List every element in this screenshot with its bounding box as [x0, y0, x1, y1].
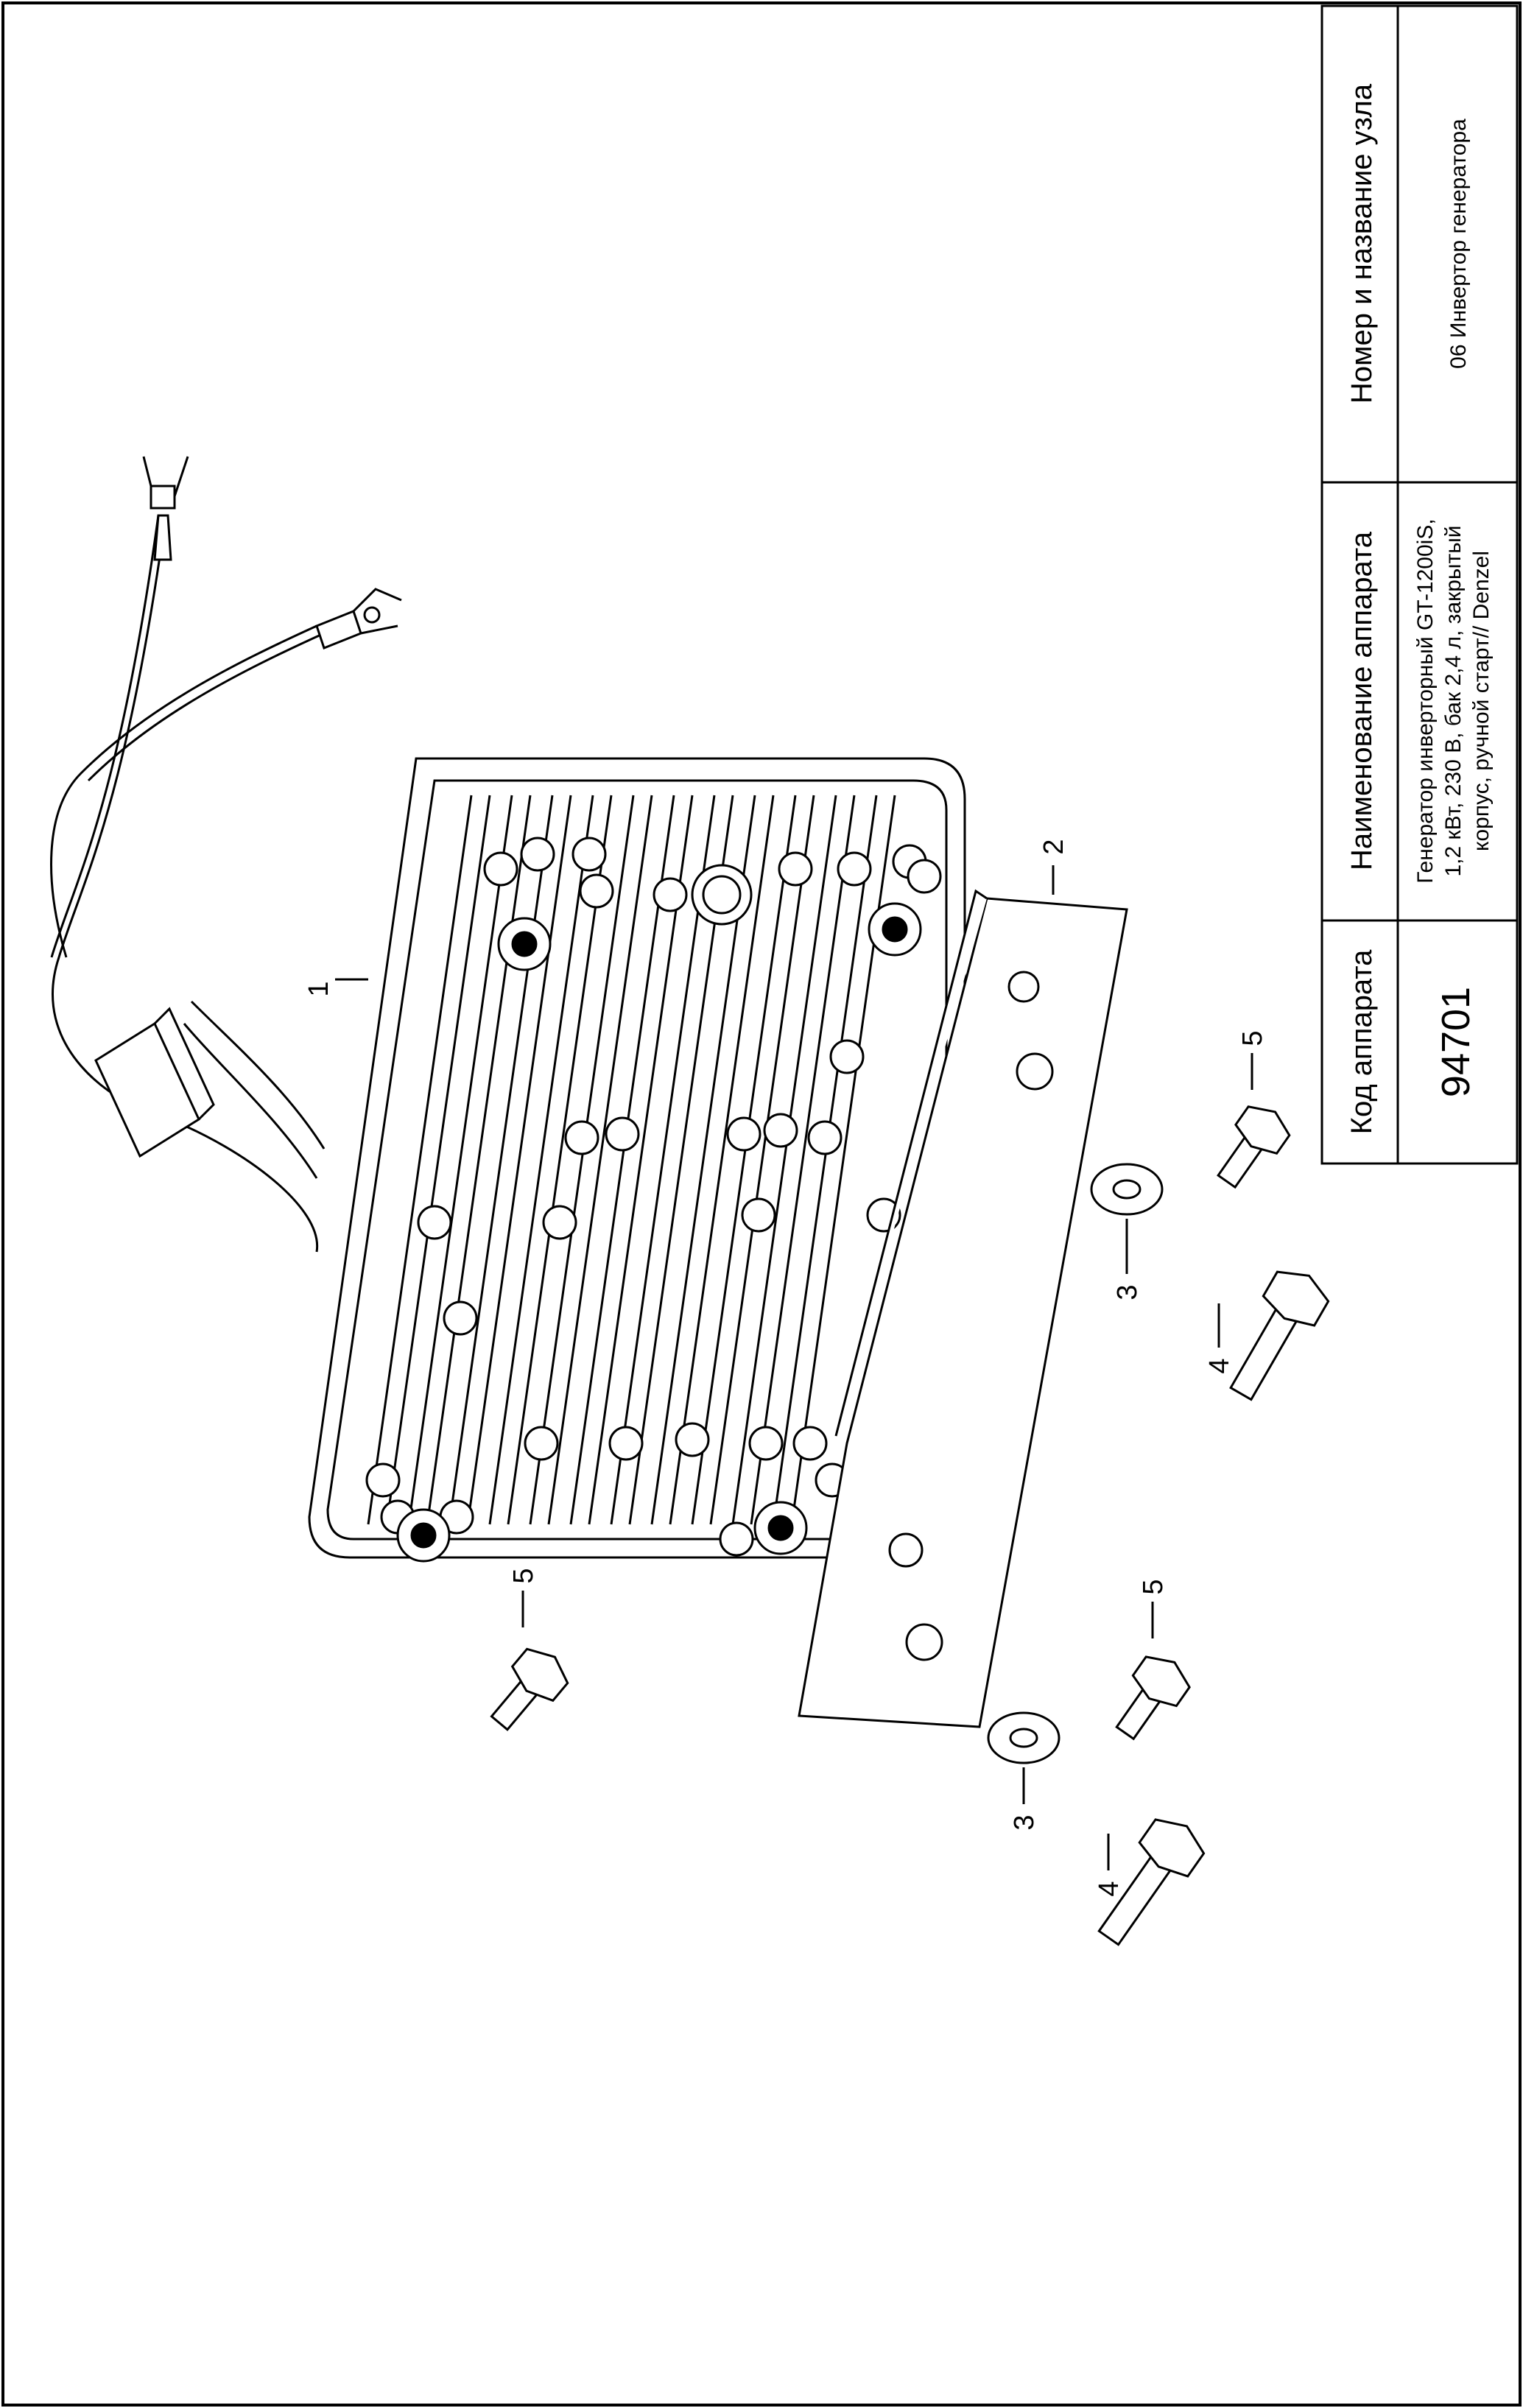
- pin: [524, 1426, 559, 1461]
- fin: [367, 795, 491, 1525]
- wire-harness: [50, 456, 402, 1253]
- callout-5-upper: 5: [1237, 1030, 1268, 1046]
- callout-5-lower: 5: [1138, 1579, 1169, 1594]
- washers: [987, 1163, 1164, 1764]
- mounting-bracket: [798, 889, 1128, 1728]
- pin: [571, 837, 607, 872]
- callout-2: 2: [1038, 839, 1069, 854]
- fin: [569, 795, 694, 1525]
- value-name-line-3: корпус, ручной старт// Denzel: [1469, 551, 1494, 851]
- pin: [741, 1197, 776, 1233]
- title-table: [1320, 4, 1519, 1165]
- pin: [443, 1300, 478, 1336]
- pin: [719, 1521, 754, 1557]
- pin: [542, 1205, 577, 1240]
- callout-1: 1: [303, 981, 334, 996]
- fin: [448, 795, 572, 1525]
- pin: [763, 1113, 798, 1148]
- pin: [792, 1426, 828, 1461]
- pin: [778, 851, 813, 887]
- pin: [726, 1116, 762, 1152]
- pin: [748, 1426, 784, 1461]
- pin: [483, 851, 518, 887]
- fin: [407, 795, 532, 1525]
- pin: [829, 1039, 865, 1074]
- pin: [837, 851, 872, 887]
- callout-5-left: 5: [508, 1568, 539, 1583]
- fin: [488, 795, 613, 1525]
- value-code: 94701: [1434, 987, 1478, 1097]
- callout-3-upper: 3: [1112, 1284, 1143, 1300]
- pin: [579, 873, 614, 909]
- bolts: [490, 1105, 1330, 1946]
- pin: [653, 877, 688, 912]
- header-code: Код аппарата: [1346, 949, 1378, 1134]
- callout-3-lower: 3: [1009, 1814, 1040, 1830]
- callout-labels: 1 2 3 4 5 5 3 4 5: [303, 839, 1268, 1896]
- mounting-holes: [396, 864, 922, 1563]
- title-table-text: Код аппарата Наименование аппарата Номер…: [1346, 83, 1494, 1134]
- value-name-line-2: 1,2 кВт, 230 В, бак 2,4 л, закрытый: [1441, 525, 1466, 876]
- callout-lines: [335, 865, 1253, 1870]
- callout-4-upper: 4: [1204, 1358, 1235, 1373]
- pin: [605, 1116, 640, 1152]
- fin: [691, 795, 815, 1525]
- header-name: Наименование аппарата: [1346, 531, 1378, 870]
- pin: [564, 1120, 599, 1155]
- value-node: 06 Инвертор генератора: [1446, 119, 1471, 369]
- pin: [907, 859, 942, 894]
- component-pins: [365, 837, 942, 1557]
- pin: [520, 837, 555, 872]
- callout-4-lower: 4: [1094, 1881, 1125, 1896]
- fin: [731, 795, 856, 1525]
- fin: [529, 795, 653, 1525]
- pin: [417, 1205, 452, 1240]
- pin: [608, 1426, 644, 1461]
- value-name-line-1: Генератор инверторный GT-1200iS,: [1413, 518, 1438, 883]
- pin: [675, 1422, 710, 1457]
- pin: [365, 1462, 401, 1498]
- header-node: Номер и название узла: [1346, 83, 1378, 404]
- pin: [807, 1120, 843, 1155]
